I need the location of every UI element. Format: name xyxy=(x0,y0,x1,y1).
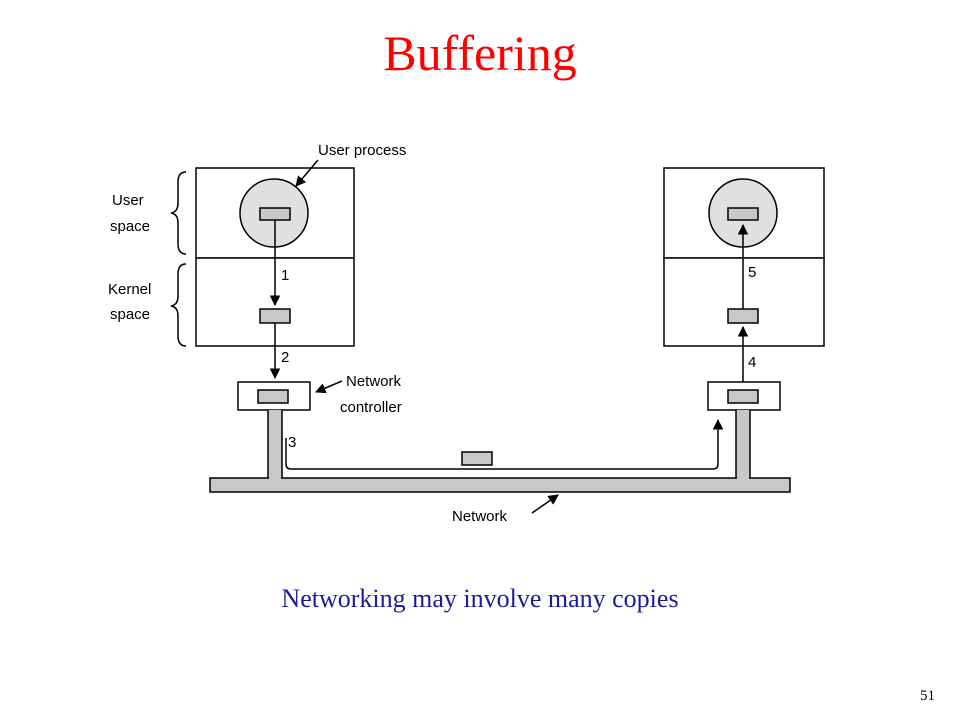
step-5-label: 5 xyxy=(748,264,756,281)
step-1-label: 1 xyxy=(281,267,289,284)
kernel-space-label-line2: space xyxy=(110,306,150,323)
kernel-space-label-line1: Kernel xyxy=(108,281,151,298)
slide-title: Buffering xyxy=(383,25,577,81)
left-controller-buffer xyxy=(257,389,289,404)
user-process-pointer xyxy=(295,159,319,187)
right-user-buffer xyxy=(727,207,759,221)
user-space-brace xyxy=(170,171,187,255)
right-controller-buffer xyxy=(727,389,759,404)
left-user-buffer xyxy=(259,207,291,221)
page-number: 51 xyxy=(920,688,935,704)
user-space-label-line2: space xyxy=(110,218,150,235)
network-bus xyxy=(209,477,791,493)
right-drop-line xyxy=(735,410,751,479)
step-2-label: 2 xyxy=(281,349,289,366)
network-controller-pointer xyxy=(315,380,343,394)
right-kernel-buffer xyxy=(727,308,759,324)
left-drop-line xyxy=(267,410,283,479)
network-label: Network xyxy=(452,508,508,525)
network-packet xyxy=(461,451,493,466)
left-kernel-buffer xyxy=(259,308,291,324)
network-controller-label-line2: controller xyxy=(340,399,402,416)
network-controller-label-line1: Network xyxy=(346,373,402,390)
step-4-label: 4 xyxy=(748,354,756,371)
slide-caption: Networking may involve many copies xyxy=(281,584,679,613)
network-pointer xyxy=(531,494,559,514)
arrow-step-3 xyxy=(285,418,724,470)
step-3-label: 3 xyxy=(288,434,296,451)
right-kernel-space-box xyxy=(663,257,825,347)
bus-joint-left xyxy=(269,476,281,480)
user-process-label: User process xyxy=(318,142,406,159)
right-machine xyxy=(663,167,825,479)
user-space-label-line1: User xyxy=(112,192,144,209)
kernel-space-brace xyxy=(170,263,187,347)
bus-joint-right xyxy=(737,476,749,480)
